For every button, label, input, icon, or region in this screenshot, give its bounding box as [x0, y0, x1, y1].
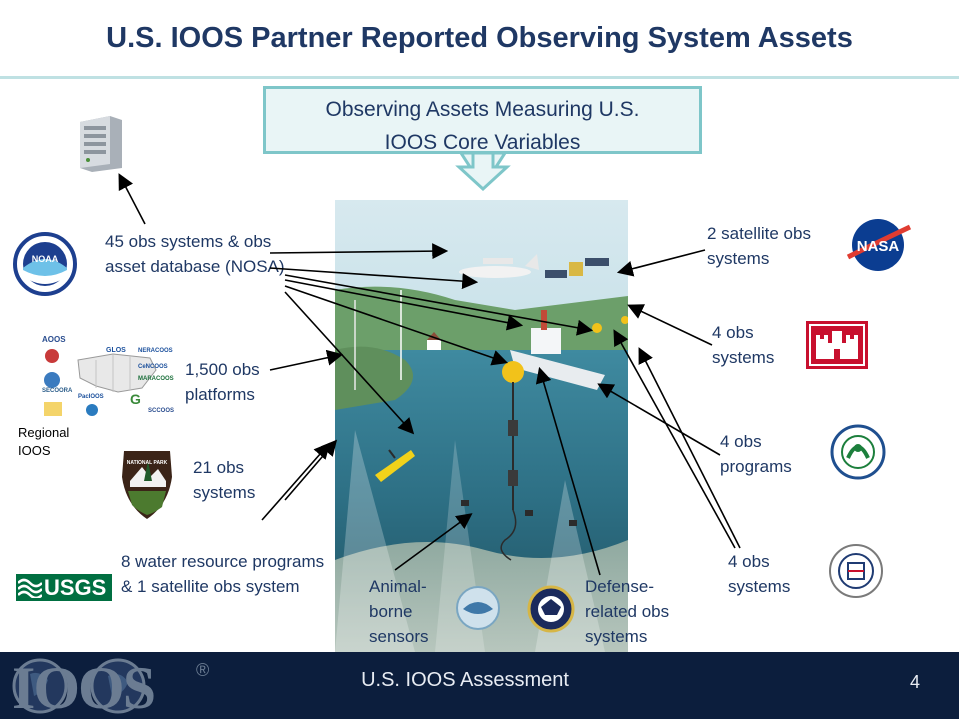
- arrow-noaa-to-glider: [284, 291, 415, 435]
- arrow-uscg-to-ship: [613, 329, 736, 549]
- svg-text:G: G: [130, 391, 141, 407]
- arrow-noaa-to-shipdeck: [284, 274, 594, 336]
- svg-text:CeNCOOS: CeNCOOS: [138, 364, 168, 370]
- footer-bar: [0, 652, 959, 719]
- animal-sensor-logo: [456, 586, 500, 630]
- noaa-logo-text: NOAA: [32, 254, 59, 264]
- server-icon: [80, 116, 122, 172]
- animal-borne-label: Animal-borne sensors: [369, 577, 429, 646]
- uscg-label: 4 obs systems: [728, 552, 791, 596]
- core-variables-callout: Observing Assets Measuring U.S. IOOS Cor…: [263, 86, 702, 154]
- arrow-noaa-to-buoy: [284, 285, 509, 366]
- buoy-icon: [502, 361, 524, 383]
- epa-label: 4 obs programs: [720, 432, 792, 476]
- callout-down-arrow-icon: [455, 153, 511, 191]
- footer-title: U.S. IOOS Assessment: [361, 669, 569, 691]
- slide-title: U.S. IOOS Partner Reported Observing Sys…: [106, 22, 853, 54]
- arrow-nps-to-coast: [261, 442, 331, 521]
- usgs-label: 8 water resource programs & 1 satellite …: [121, 552, 325, 596]
- arrow-noaa-to-plane: [269, 243, 449, 260]
- regional-ioos-label: Regional IOOS: [18, 425, 70, 458]
- page-number: 4: [909, 672, 920, 692]
- arrow-noaa-to-aircraft: [269, 267, 479, 290]
- svg-text:SECOORA: SECOORA: [42, 388, 73, 394]
- epa-logo: [830, 424, 886, 480]
- regional-ioos-logos: AOOS GLOS NERACOOS SECOORA MARACOOS G SC…: [42, 335, 174, 416]
- glider-icon: [375, 449, 415, 482]
- nps-arrowhead-logo: NATIONAL PARK: [122, 451, 172, 519]
- arrow-noaa-to-server: [118, 173, 146, 225]
- noaa-logo: NOAA: [13, 232, 77, 296]
- navy-seal-logo: [527, 585, 575, 633]
- ioos-wordmark: IOOS: [12, 655, 156, 721]
- research-ship-icon: [510, 310, 605, 390]
- nasa-logo: NASA: [846, 219, 912, 271]
- arrow-epa-to-ship: [597, 383, 721, 456]
- arrow-regional-to-station: [269, 349, 344, 371]
- regional-ioos-logo-collage: AOOS GLOS NERACOOS SECOORA MARACOOS G SC…: [38, 330, 178, 422]
- uscg-logo: [829, 544, 883, 598]
- arrow-defense-to-ship: [535, 366, 601, 576]
- callout-text: Observing Assets Measuring U.S. IOOS Cor…: [325, 98, 640, 154]
- usgs-wave-icon: [18, 578, 42, 598]
- nasa-label: 2 satellite obs systems: [707, 224, 811, 268]
- usgs-logo: USGS: [16, 574, 112, 601]
- svg-text:NATIONAL PARK: NATIONAL PARK: [127, 460, 168, 466]
- svg-text:GLOS: GLOS: [106, 347, 126, 354]
- title-divider: [0, 76, 959, 79]
- svg-text:SCCOOS: SCCOOS: [148, 408, 174, 414]
- arrow-noaa-to-ship: [284, 279, 524, 331]
- defense-label: Defense-related obs systems: [585, 577, 670, 646]
- svg-text:PacIOOS: PacIOOS: [78, 394, 104, 400]
- arrow-uscg-to-buoy: [638, 347, 741, 549]
- svg-text:NERACOOS: NERACOOS: [138, 348, 173, 354]
- nps-label: 21 obs systems: [193, 458, 256, 502]
- arrow-usace-to-coast: [627, 304, 713, 346]
- ioos-registered-mark: ®: [196, 660, 210, 680]
- satellite-icon: [545, 258, 609, 278]
- usgs-logo-text: USGS: [44, 575, 107, 600]
- regional-platforms-label: 1,500 obs platforms: [185, 360, 260, 404]
- nasa-logo-text: NASA: [857, 238, 900, 255]
- svg-text:MARACOOS: MARACOOS: [138, 376, 174, 382]
- usace-label: 4 obs systems: [712, 323, 775, 367]
- arrow-nasa-to-satellite: [616, 249, 706, 277]
- ioos-globe-icon: [12, 658, 146, 714]
- usace-castle-logo: [806, 321, 868, 369]
- noaa-label: 45 obs systems & obs asset database (NOS…: [105, 232, 285, 276]
- svg-text:AOOS: AOOS: [42, 335, 66, 344]
- arrow-animal-to-ocean: [394, 513, 473, 571]
